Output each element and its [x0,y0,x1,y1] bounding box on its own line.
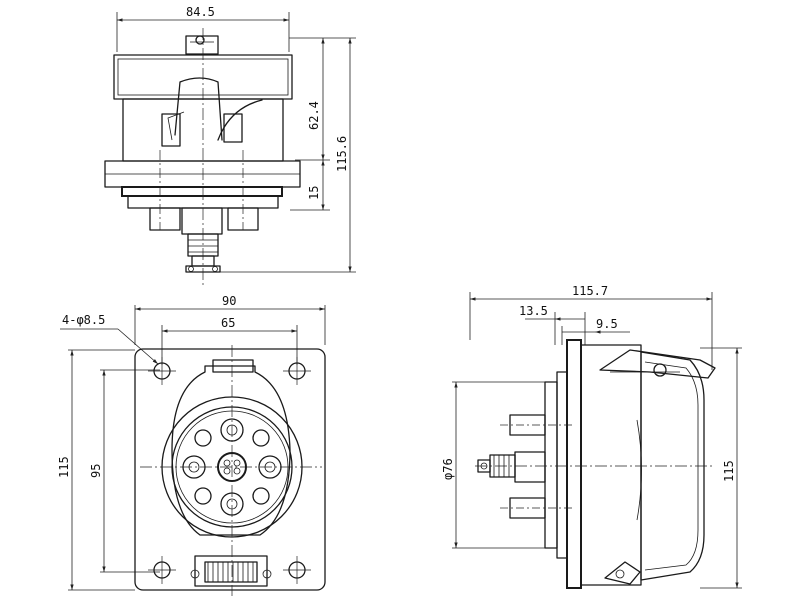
dim-side-diameter: φ76 [441,458,455,480]
dim-side-offset-b: 9.5 [596,317,618,331]
dim-front-height-holes: 95 [89,464,103,478]
dim-front-height-outer: 115 [57,456,71,478]
side-view: 115.7 13.5 9.5 φ76 115 [441,284,742,589]
dim-front-holes: 4-φ8.5 [62,313,105,327]
dim-top-overall: 115.6 [335,136,349,172]
dim-top-flange: 15 [307,186,321,200]
dim-side-height: 115 [722,460,736,482]
dim-side-offset-a: 13.5 [519,304,548,318]
dim-side-depth: 115.7 [572,284,608,298]
dim-front-width-outer: 90 [222,294,236,308]
dim-front-width-holes: 65 [221,316,235,330]
dim-top-width: 84.5 [186,5,215,19]
top-view: 84.5 62.4 15 115.6 [104,5,356,285]
front-view: 90 65 4-φ8.5 115 95 [57,294,326,596]
dim-top-inner: 62.4 [307,101,321,130]
mounting-holes [148,357,311,584]
